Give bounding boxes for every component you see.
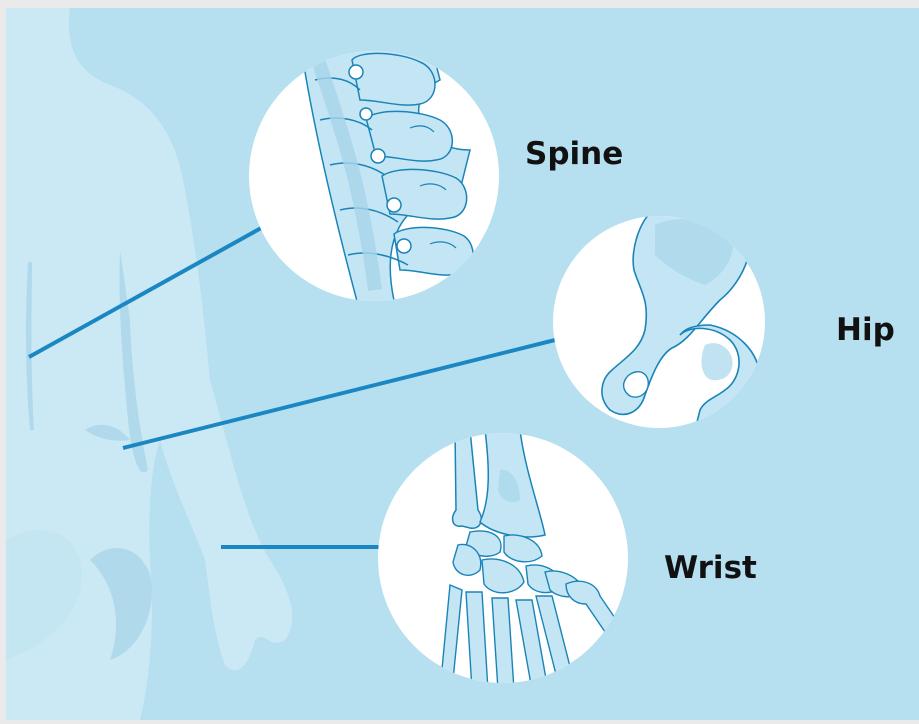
wrist-label: Wrist — [664, 550, 757, 586]
hip-label: Hip — [836, 312, 895, 348]
spine-label: Spine — [525, 136, 623, 172]
